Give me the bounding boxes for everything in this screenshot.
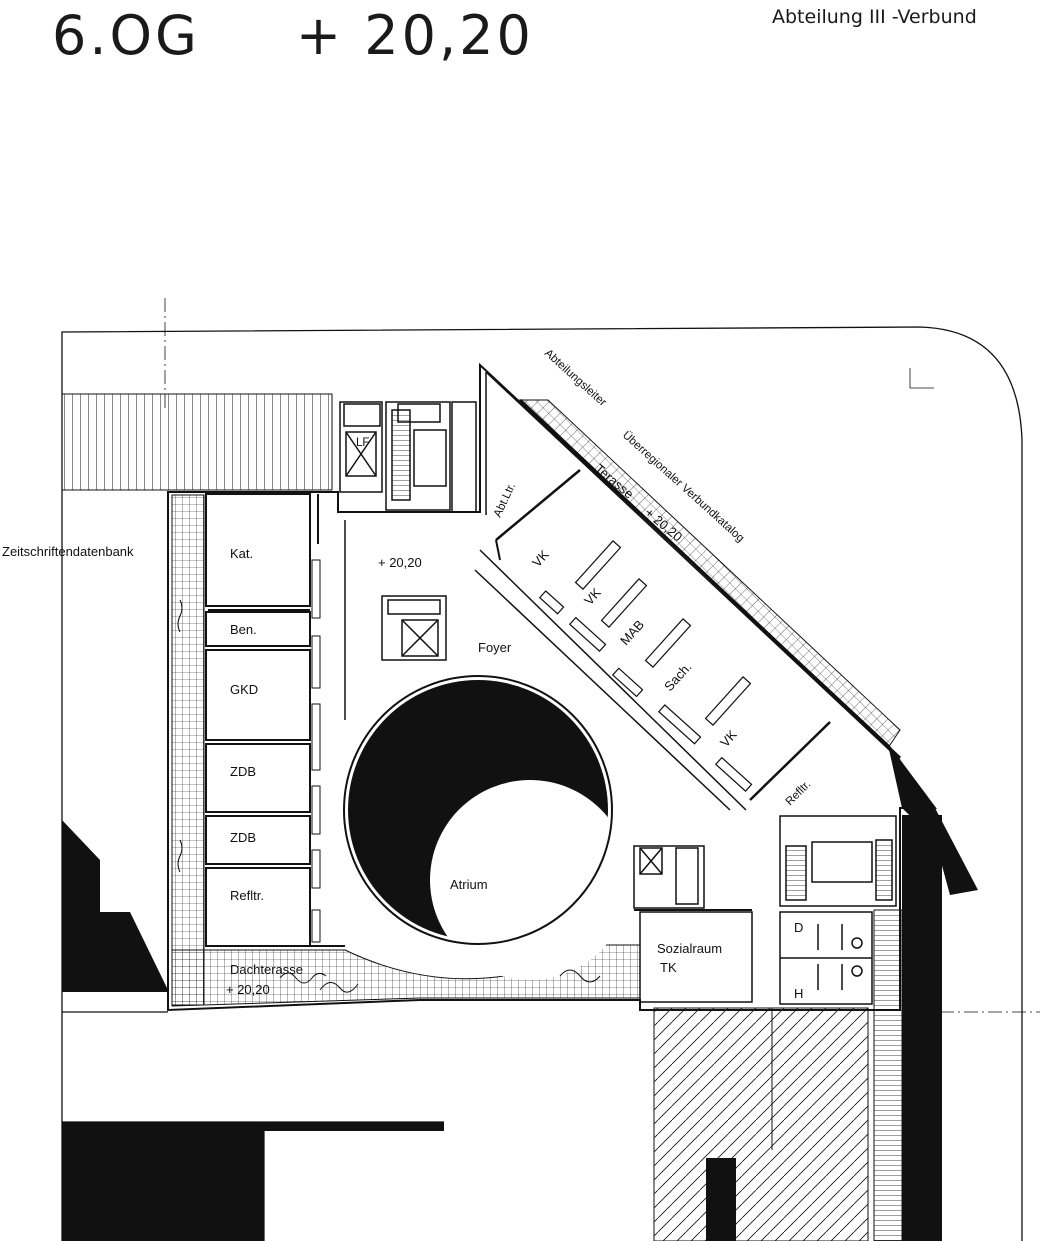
door-swings-left [311, 559, 321, 943]
room-label-foyer: Foyer [478, 640, 512, 655]
room-label-wc-h: H [794, 986, 803, 1001]
room-label-lf: LF [356, 437, 369, 449]
room-label-zdb-2: ZDB [230, 830, 256, 845]
room-label-atrium: Atrium [450, 877, 488, 892]
room-label-tk: TK [660, 960, 677, 975]
room-label-ben: Ben. [230, 622, 257, 637]
triangle-terrace-grid [518, 399, 901, 749]
lift-core-right [633, 815, 897, 909]
right-stair-hatch [873, 909, 903, 1241]
annotation-abteilungsleiter: Abteilungsleiter [542, 347, 609, 409]
site-boundary [61, 326, 1023, 1241]
room-label-vk-3: VK [717, 727, 740, 750]
wall-left-black [62, 820, 168, 992]
room-label-abt-ltr: Abt.Ltr. [492, 481, 518, 519]
atrium-ring [343, 675, 613, 945]
neighbour-hatch-bottom [653, 1007, 869, 1241]
sozialraum-room [639, 911, 753, 1003]
floor-label: 6.OG [52, 4, 200, 67]
axis-lines [164, 298, 1040, 1013]
desks-triangle [538, 539, 753, 792]
room-label-zdb-1: ZDB [230, 764, 256, 779]
room-label-mab: MAB [617, 617, 647, 648]
stair-core-top [339, 401, 477, 513]
neighbour-hatch-top [61, 393, 333, 491]
terrace-grid-left [171, 494, 205, 1006]
atrium-light [430, 780, 630, 980]
room-label-refltr-left: Refltr. [230, 888, 264, 903]
wall-right-column [902, 815, 942, 1241]
wc-block [779, 911, 873, 1005]
room-label-sozialraum: Sozialraum [657, 941, 722, 956]
page-title: 6.OG + 20,20 [52, 4, 534, 67]
room-label-vk-1: VK [529, 547, 552, 570]
room-label-dachterasse: Dachterasse [230, 962, 303, 977]
floor-level: + 20,20 [295, 4, 534, 67]
neighbour-black-small [706, 1158, 736, 1241]
dachterasse-level-label: + 20,20 [226, 982, 270, 997]
room-label-wc-d: D [794, 920, 803, 935]
terrace-grid-bottom [171, 944, 641, 1007]
room-label-refltr-right: Refltr. [784, 778, 814, 808]
room-label-kat: Kat. [230, 546, 253, 561]
neighbour-black-strip [264, 1122, 444, 1131]
neighbour-black-bottom [62, 1122, 264, 1241]
room-label-sach: Sach. [661, 659, 694, 694]
office-rooms-left [205, 493, 346, 947]
annotation-zeitschriftendatenbank: Zeitschriftendatenbank [2, 544, 134, 559]
terrace-plants [177, 599, 601, 993]
department-label: Abteilung III -Verbund [772, 6, 977, 28]
room-label-gkd: GKD [230, 682, 258, 697]
foyer-level-label: + 20,20 [378, 555, 422, 570]
lift-foyer [381, 595, 447, 661]
